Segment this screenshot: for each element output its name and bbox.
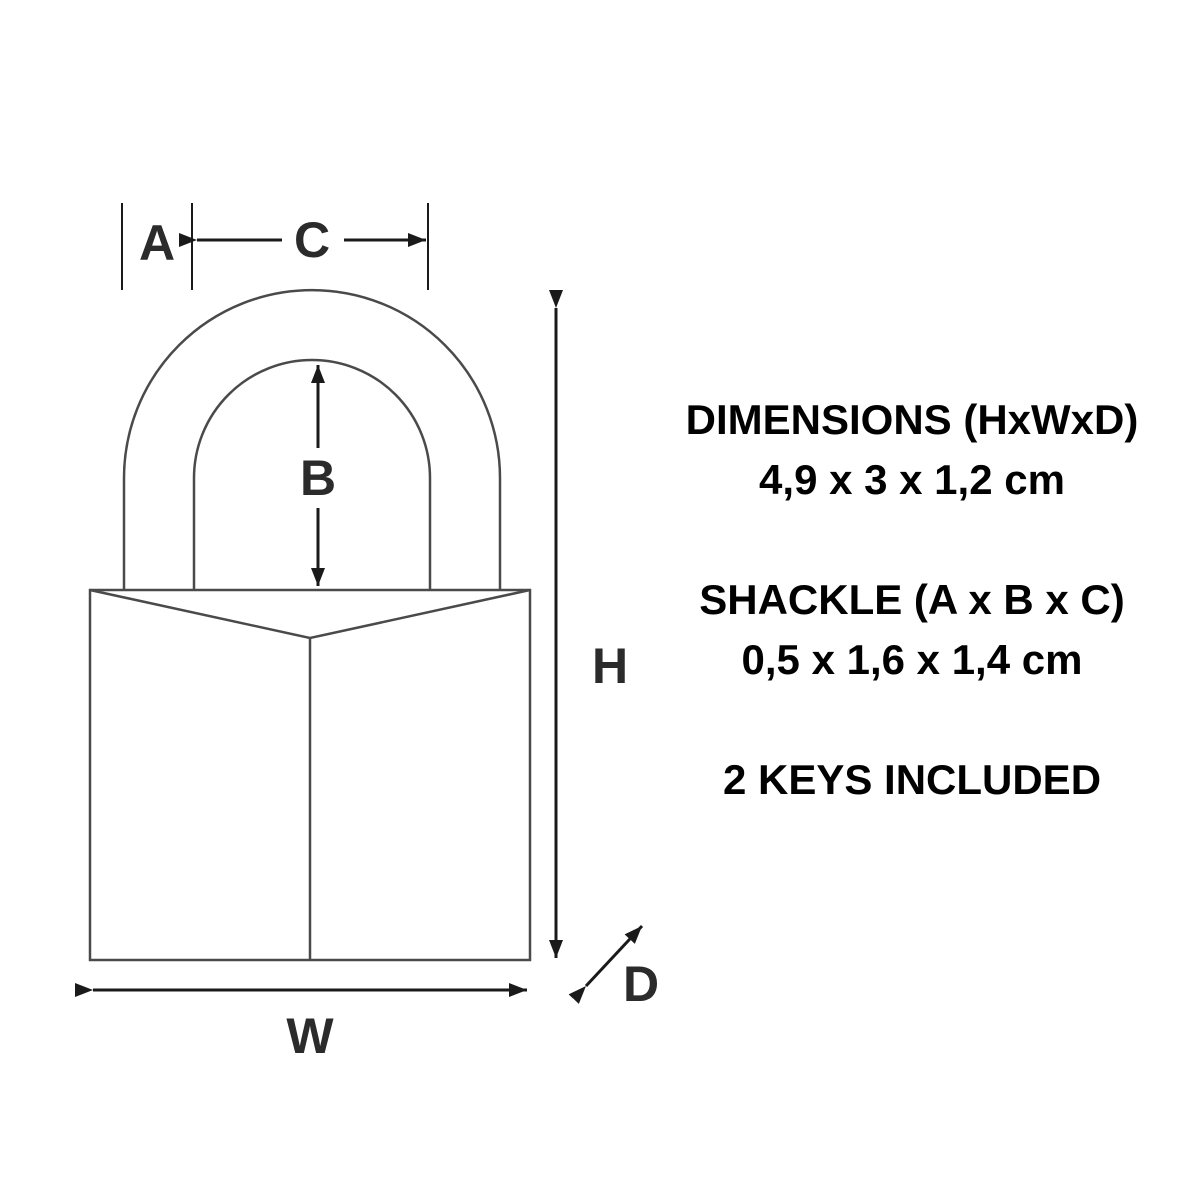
shackle-title: SHACKLE (A x B x C) xyxy=(699,576,1125,623)
shackle-outer-outline xyxy=(122,288,502,590)
dim-label-c: C xyxy=(294,212,330,268)
dimensions-title: DIMENSIONS (HxWxD) xyxy=(685,396,1139,443)
spec-gap-1 xyxy=(618,510,1200,570)
dim-label-h: H xyxy=(592,638,628,694)
dim-label-a: A xyxy=(139,215,175,271)
dim-label-w: W xyxy=(286,1008,334,1064)
dimensions-value: 4,9 x 3 x 1,2 cm xyxy=(759,456,1065,503)
shackle-inner-outline xyxy=(192,358,432,590)
dim-label-b: B xyxy=(300,450,336,506)
body-notch xyxy=(89,588,531,640)
spec-gap-2 xyxy=(618,690,1200,750)
shackle-value: 0,5 x 1,6 x 1,4 cm xyxy=(741,636,1083,683)
dim-label-d: D xyxy=(623,956,659,1012)
spec-text-block: DIMENSIONS (HxWxD) 4,9 x 3 x 1,2 cm SHAC… xyxy=(618,390,1200,810)
dim-d-line xyxy=(568,924,644,1004)
keys-note: 2 KEYS INCLUDED xyxy=(722,756,1102,803)
